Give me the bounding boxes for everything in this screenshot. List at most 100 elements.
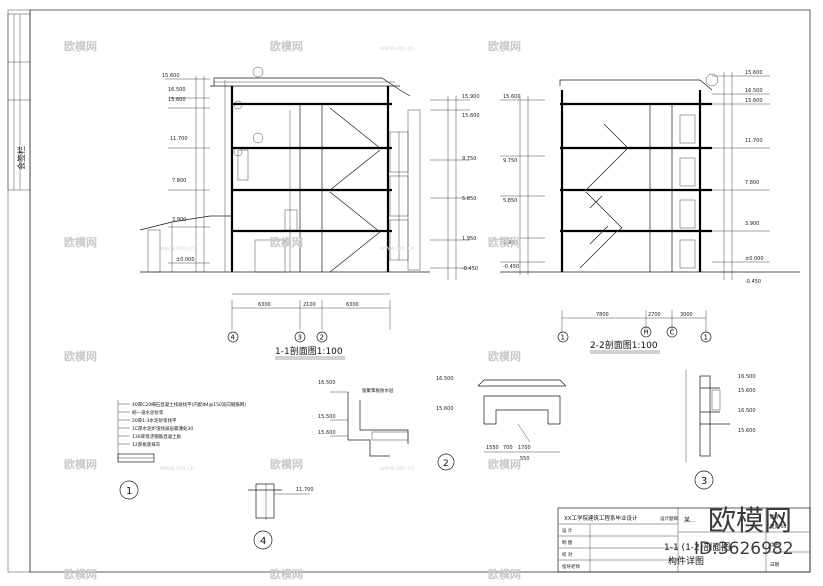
left-elev-3: 1.950 — [503, 240, 517, 246]
d2-elev-2: 15.600 — [318, 430, 336, 436]
left-elev-2: 5.850 — [503, 198, 517, 204]
wm-id: ID:3626982 — [694, 539, 794, 559]
r-elev-3: 11.700 — [745, 138, 763, 144]
note-2: 刷一道水泥砂浆 — [132, 409, 164, 416]
elev-1-1-6: ±0.000 — [176, 257, 195, 263]
axis-label-3: 3 — [298, 334, 302, 342]
axis-label-d: 1 — [704, 334, 708, 342]
r-elev-4: 7.800 — [745, 180, 759, 186]
wm-brand-5: 欧模网 — [64, 349, 97, 363]
tb-number: 建施-05 — [770, 523, 786, 530]
d3-elev-3: 15.600 — [738, 428, 756, 434]
wm-brand-10: 欧模网 — [270, 235, 303, 249]
wm-brand-3: 欧模网 — [64, 235, 97, 249]
mid-elev-0: 15.900 — [462, 94, 480, 100]
section-1-1: 15.600 16.500 15.600 11.700 7.800 3.900 … — [139, 66, 480, 360]
elev-1-1-0: 15.600 — [162, 73, 180, 79]
d2b-elev-0: 16.500 — [436, 376, 454, 382]
d2b-dim-3: 550 — [520, 456, 530, 462]
note-3: 20厚1:3水泥砂浆找平 — [132, 417, 177, 424]
tb-project: 某... — [684, 517, 696, 524]
wm-brand-9: 欧模网 — [270, 39, 303, 53]
side-label: 会签栏 — [16, 146, 26, 170]
section-2-2: 15.600 9.750 5.850 1.950 -0.450 15.600 1… — [500, 70, 800, 354]
tb-row-3: 校 对 — [562, 551, 573, 558]
dim-1-1-1: 2100 — [303, 302, 316, 308]
wm-brand-1: 欧模网 — [64, 39, 97, 53]
title-block: XX工学院建筑工程系毕业设计 设 计 制 图 校 对 指导老师 设计题目 某..… — [557, 507, 811, 573]
dim-1-1-2: 6300 — [346, 302, 359, 308]
r-elev-7: -0.450 — [745, 279, 761, 285]
elev-1-1-3: 11.700 — [170, 136, 188, 142]
axis-label-4: 4 — [231, 334, 236, 342]
section-1-1-title: 1-1剖面图1:100 — [275, 345, 343, 357]
left-elev-1: 9.750 — [503, 158, 517, 164]
watermarks: 欧模网 欧模网 欧模网 欧模网 欧模网 欧模网 欧模网 欧模网 欧模网 欧模网 … — [64, 39, 794, 581]
detail-2: 16.500 15.500 15.600 留聚苯板防水层 2 — [318, 380, 455, 471]
left-elev-4: -0.450 — [503, 264, 519, 270]
r-elev-1: 16.500 — [745, 88, 763, 94]
elev-1-1-2: 15.600 — [168, 97, 186, 103]
elev-1-1-1: 16.500 — [168, 87, 186, 93]
tb-row-4: 指导老师 — [562, 563, 580, 570]
wm-url-5: www.om.cn — [380, 45, 415, 52]
binding-margin — [7, 9, 31, 573]
d3-elev-1: 15.600 — [738, 388, 756, 394]
detail-4-number: 4 — [260, 536, 266, 547]
mid-elev-3: 5.850 — [462, 196, 476, 202]
note-5: 130厚现浇钢筋混凝土板 — [132, 433, 182, 440]
tb-drawing-name: 1-1 (1-2)剖面图 — [664, 541, 730, 553]
d2-elev-1: 15.500 — [318, 414, 336, 420]
d2b-dim-1: 700 — [503, 445, 513, 451]
tb-number-label: 图号 — [770, 514, 779, 520]
d4-elev: 11.700 — [296, 487, 314, 493]
axis-label-a: 1 — [561, 334, 565, 342]
detail-2-number: 2 — [443, 459, 449, 469]
left-elev-0: 15.600 — [503, 94, 521, 100]
sheet-border — [29, 9, 811, 573]
d3-elev-2: 16.500 — [738, 408, 756, 414]
d2-label: 留聚苯板防水层 — [362, 387, 394, 394]
elev-1-1-4: 7.800 — [172, 178, 186, 184]
section-2-2-title: 2-2剖面图1:100 — [590, 339, 658, 351]
note-1: 40厚C20细石混凝土找坡找平(内配Φ4@150双向钢筋网) — [132, 401, 246, 408]
wm-brand-12: 欧模网 — [270, 567, 303, 581]
wm-brand-7: 欧模网 — [64, 457, 97, 471]
mid-elev-2: 9.750 — [462, 156, 476, 162]
mid-elev-4: 1.950 — [462, 236, 476, 242]
note-6: 12厚板底抹灰 — [132, 441, 161, 448]
axis-label-2: 2 — [320, 334, 324, 342]
detail-3: 16.500 15.600 16.500 15.600 3 — [685, 370, 756, 490]
tb-scale-label: 比例 — [770, 541, 779, 548]
tb-date-label: 日期 — [770, 562, 779, 568]
wm-brand-8: 欧模网 — [488, 457, 521, 471]
d2b-dim-2: 1700 — [518, 445, 531, 451]
d3-elev-0: 16.500 — [738, 374, 756, 380]
detail-eave: 16.500 15.600 1550 700 1700 550 — [436, 376, 567, 462]
signature-column — [7, 13, 31, 191]
axis-label-c: C — [670, 329, 675, 337]
detail-4: 11.700 4 — [248, 483, 314, 550]
elev-1-1-5: 3.900 — [172, 217, 186, 223]
note-4: 1C厚水泥炉渣找坡层最薄处30 — [132, 425, 193, 432]
d2-elev-0: 16.500 — [318, 380, 336, 386]
detail-3-number: 3 — [701, 476, 707, 487]
wm-url-1: www.om.cn — [160, 245, 195, 252]
dim-2-2-2: 3000 — [680, 312, 693, 318]
wm-brand-2: 欧模网 — [488, 39, 521, 53]
wm-brand-11: 欧模网 — [270, 457, 303, 471]
axis-bubbles-1-1: 4 3 2 — [227, 331, 328, 343]
wm-brand-6: 欧模网 — [488, 349, 521, 363]
stair-flights-2-2 — [579, 123, 629, 269]
mid-elev-1: 15.600 — [462, 113, 480, 119]
wm-brand-4: 欧模网 — [488, 235, 521, 249]
r-elev-6: ±0.000 — [745, 256, 764, 262]
tb-row-2: 制 图 — [562, 539, 573, 546]
tb-project-label: 设计题目 — [660, 515, 678, 522]
tb-row-1: 设 计 — [562, 527, 573, 534]
wm-brand-14: 欧模网 — [488, 567, 521, 581]
dim-1-1-0: 6300 — [258, 302, 271, 308]
d2b-dim-0: 1550 — [486, 445, 499, 451]
